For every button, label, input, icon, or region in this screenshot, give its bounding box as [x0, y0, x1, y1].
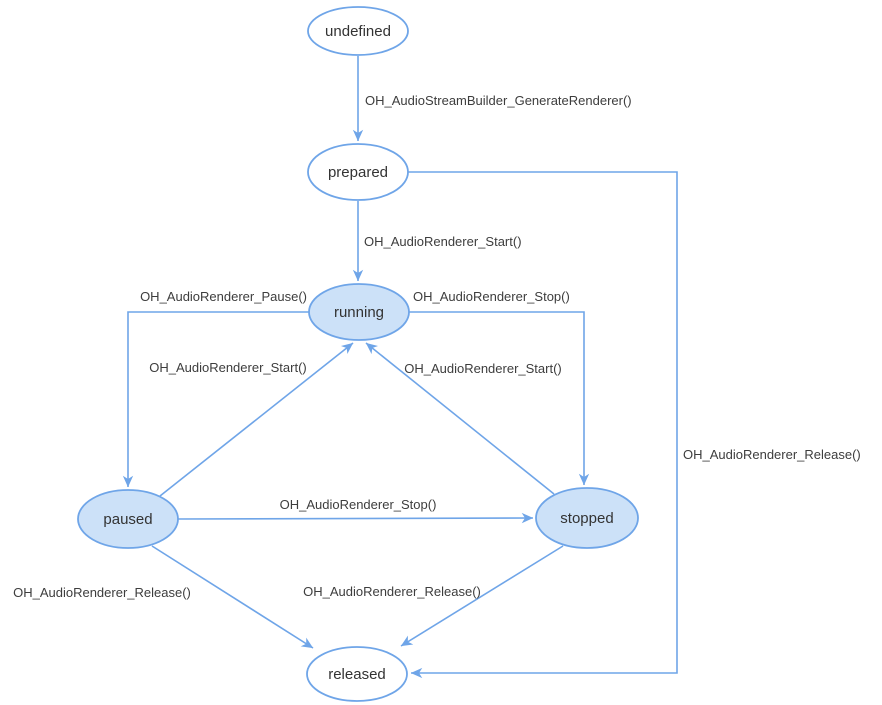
state-ellipse-paused — [77, 489, 179, 549]
state-node-undefined: undefined — [307, 6, 409, 56]
edge-stopped-to-running — [365, 342, 555, 495]
state-ellipse-stopped — [535, 487, 639, 549]
edge-label-start-from-prepared: OH_AudioRenderer_Start() — [364, 234, 522, 249]
edge-running-to-paused — [122, 311, 309, 488]
edge-label-start-from-stopped: OH_AudioRenderer_Start() — [404, 361, 562, 376]
edge-label-generate-renderer: OH_AudioStreamBuilder_GenerateRenderer() — [365, 93, 632, 108]
state-label-prepared: prepared — [328, 164, 388, 181]
state-label-undefined: undefined — [325, 23, 391, 40]
state-label-running: running — [334, 304, 384, 321]
edge-label-release-from-stopped: OH_AudioRenderer_Release() — [303, 584, 481, 599]
state-label-paused: paused — [103, 511, 152, 528]
edge-label-start-from-paused: OH_AudioRenderer_Start() — [149, 360, 307, 375]
state-label-released: released — [328, 666, 386, 683]
state-ellipse-undefined — [307, 6, 409, 56]
edge-label-stop-from-running: OH_AudioRenderer_Stop() — [413, 289, 570, 304]
edge-paused-to-running — [159, 342, 354, 497]
state-node-released: released — [306, 646, 408, 702]
state-ellipse-prepared — [307, 143, 409, 201]
edge-group — [122, 56, 678, 679]
edge-paused-to-stopped — [177, 512, 534, 524]
edge-running-to-stopped — [409, 311, 590, 486]
state-label-stopped: stopped — [560, 510, 613, 527]
edge-prepared-to-released — [408, 171, 678, 679]
edge-paused-to-released — [151, 545, 314, 649]
state-node-stopped: stopped — [535, 487, 639, 549]
edge-label-group: OH_AudioStreamBuilder_GenerateRenderer()… — [13, 93, 861, 600]
state-ellipse-running — [308, 283, 410, 341]
edge-label-pause: OH_AudioRenderer_Pause() — [140, 289, 307, 304]
edge-stopped-to-released — [400, 545, 564, 647]
state-node-paused: paused — [77, 489, 179, 549]
state-node-running: running — [308, 283, 410, 341]
edge-label-stop-from-paused: OH_AudioRenderer_Stop() — [280, 497, 437, 512]
state-ellipse-released — [306, 646, 408, 702]
edge-label-release-from-prepared: OH_AudioRenderer_Release() — [683, 447, 861, 462]
edge-label-release-from-paused: OH_AudioRenderer_Release() — [13, 585, 191, 600]
state-node-prepared: prepared — [307, 143, 409, 201]
